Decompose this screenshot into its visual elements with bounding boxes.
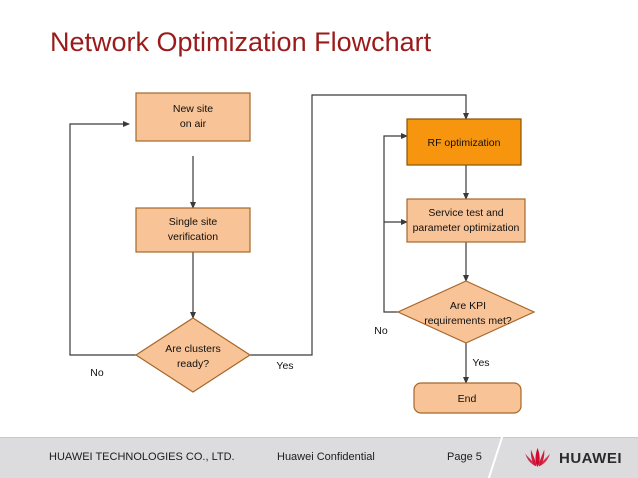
- node-clusters-line-1: Are clusters: [165, 343, 220, 355]
- huawei-logo: HUAWEI: [521, 446, 627, 471]
- node-new-site[interactable]: New site on air: [135, 92, 251, 142]
- node-single-site-line-1: Single site: [169, 216, 218, 228]
- edge-label-clusters-yes: Yes: [276, 360, 293, 372]
- node-new-site-line-1: New site: [173, 103, 213, 115]
- footer-confidentiality-notice: Huawei Confidential: [277, 451, 375, 463]
- node-kpi-decision[interactable]: Are KPI requirements met?: [396, 280, 536, 344]
- node-new-site-line-2: on air: [180, 118, 207, 130]
- node-clusters-line-2: ready?: [177, 358, 209, 370]
- node-end-label: End: [458, 393, 477, 405]
- node-clusters-decision[interactable]: Are clusters ready?: [134, 317, 252, 393]
- footer-diagonal-divider: [486, 437, 504, 478]
- huawei-wordmark: HUAWEI: [559, 450, 622, 467]
- footer-divider: [0, 437, 638, 438]
- edge-label-clusters-no: No: [90, 367, 104, 379]
- page-title: Network Optimization Flowchart: [50, 27, 432, 57]
- footer-page-number: Page 5: [447, 451, 482, 463]
- edge-clusters-no-to-newsite: [69, 121, 136, 356]
- edge-label-kpi-no: No: [374, 325, 388, 337]
- edge-clusters-yes-to-rfopt: [250, 94, 469, 356]
- node-single-site[interactable]: Single site verification: [135, 207, 251, 253]
- node-kpi-line-2: requirements met?: [424, 315, 512, 327]
- node-kpi-line-1: Are KPI: [450, 300, 486, 312]
- edge-kpi-no-to-rfopt: [383, 133, 408, 313]
- node-service-test-line-1: Service test and: [428, 207, 503, 219]
- slide-footer: HUAWEI TECHNOLOGIES CO., LTD. Huawei Con…: [0, 437, 638, 478]
- footer-company-name: HUAWEI TECHNOLOGIES CO., LTD.: [49, 451, 235, 463]
- node-service-test-line-2: parameter optimization: [413, 222, 520, 234]
- huawei-flower-icon: [525, 448, 550, 467]
- node-rf-optimization-label: RF optimization: [428, 137, 501, 149]
- edge-label-kpi-yes: Yes: [472, 357, 489, 369]
- node-single-site-line-2: verification: [168, 231, 218, 243]
- flowchart-diagram: New site on air Single site verification…: [0, 78, 638, 433]
- node-service-test[interactable]: Service test and parameter optimization: [406, 198, 526, 243]
- node-end[interactable]: End: [413, 382, 522, 414]
- node-rf-optimization[interactable]: RF optimization: [406, 118, 522, 166]
